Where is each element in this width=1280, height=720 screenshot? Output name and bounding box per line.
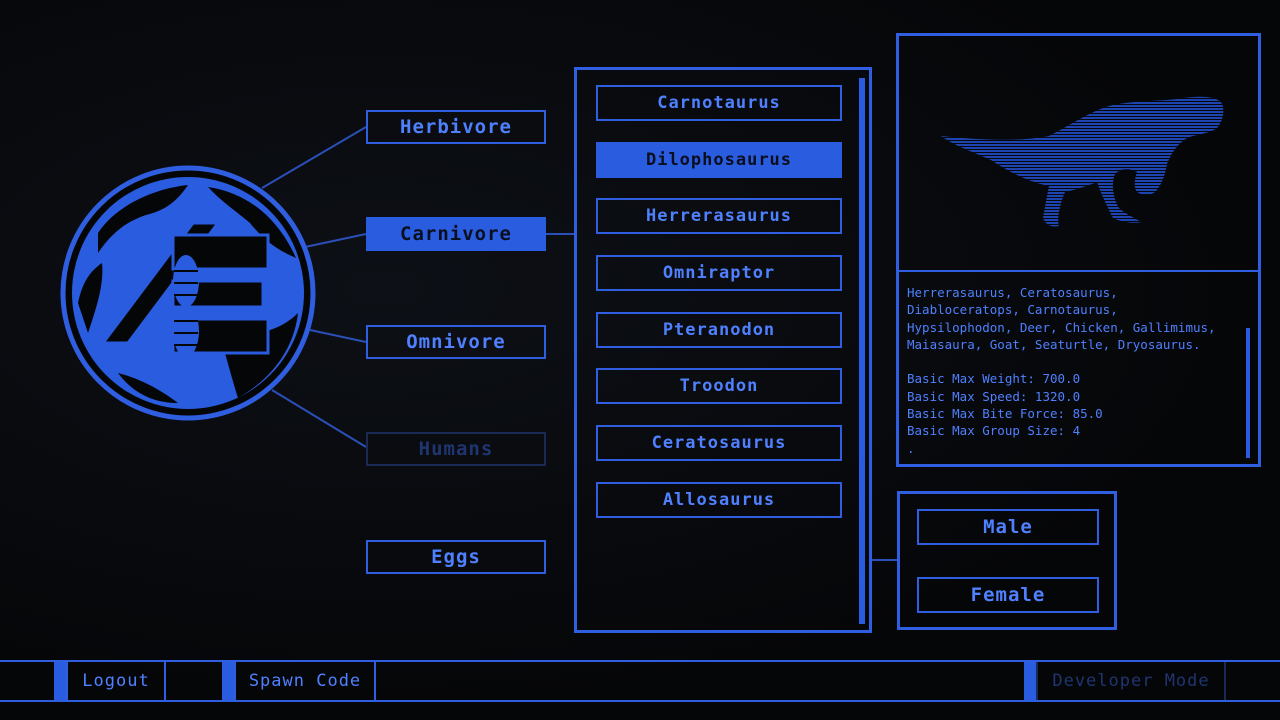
diet-list: Herrerasaurus, Ceratosaurus, Diablocerat…: [907, 285, 1216, 352]
species-list: Carnotaurus Dilophosaurus Herrerasaurus …: [574, 67, 872, 633]
category-humans[interactable]: Humans: [366, 432, 546, 466]
female-button[interactable]: Female: [917, 577, 1099, 613]
species-troodon[interactable]: Troodon: [596, 368, 842, 404]
species-herrerasaurus[interactable]: Herrerasaurus: [596, 198, 842, 234]
category-omnivore[interactable]: Omnivore: [366, 325, 546, 359]
logout-button[interactable]: Logout: [66, 662, 166, 700]
species-carnotaurus[interactable]: Carnotaurus: [596, 85, 842, 121]
category-eggs[interactable]: Eggs: [366, 540, 546, 574]
bottom-bar: Logout Spawn Code Developer Mode: [0, 660, 1280, 702]
species-dilophosaurus[interactable]: Dilophosaurus: [596, 142, 842, 178]
info-scrollbar[interactable]: [1246, 328, 1250, 458]
species-ceratosaurus[interactable]: Ceratosaurus: [596, 425, 842, 461]
category-carnivore[interactable]: Carnivore: [366, 217, 546, 251]
male-button[interactable]: Male: [917, 509, 1099, 545]
species-scrollbar[interactable]: [859, 78, 865, 624]
species-info: Herrerasaurus, Ceratosaurus, Diablocerat…: [907, 284, 1237, 460]
developer-mode-button[interactable]: Developer Mode: [1036, 662, 1226, 700]
species-allosaurus[interactable]: Allosaurus: [596, 482, 842, 518]
globe-logo-icon: [60, 165, 316, 421]
species-stats: Basic Max Weight: 700.0 Basic Max Speed:…: [907, 371, 1103, 456]
developer-mode-tab: [1024, 662, 1036, 700]
spawn-code-button[interactable]: Spawn Code: [234, 662, 376, 700]
species-omniraptor[interactable]: Omniraptor: [596, 255, 842, 291]
logout-tab: [54, 662, 66, 700]
species-pteranodon[interactable]: Pteranodon: [596, 312, 842, 348]
species-preview-panel: Herrerasaurus, Ceratosaurus, Diablocerat…: [896, 33, 1261, 467]
dinosaur-silhouette-icon: [941, 96, 1224, 227]
category-herbivore[interactable]: Herbivore: [366, 110, 546, 144]
spawn-code-tab: [222, 662, 234, 700]
gender-panel: Male Female: [897, 491, 1117, 630]
species-preview: [899, 36, 1258, 272]
